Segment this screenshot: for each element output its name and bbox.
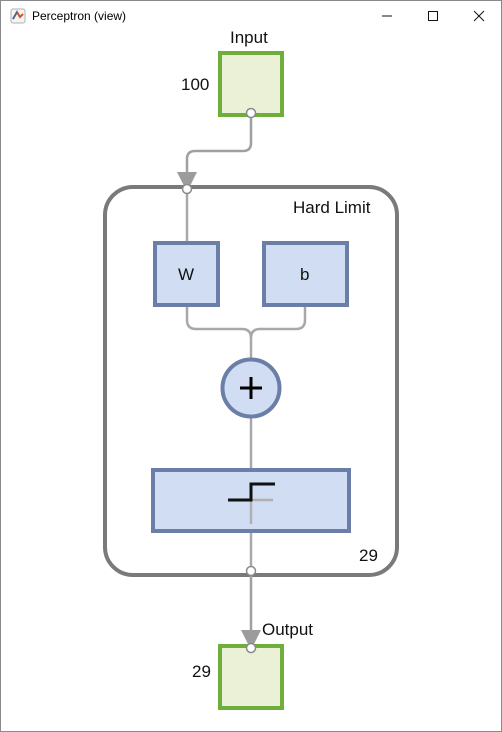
bias-label: b — [300, 265, 310, 284]
weight-block[interactable] — [153, 241, 220, 307]
output-block[interactable] — [218, 644, 284, 710]
layer-size: 29 — [359, 546, 378, 565]
window-title: Perceptron (view) — [32, 9, 127, 23]
output-size: 29 — [192, 662, 211, 681]
close-icon — [473, 10, 485, 21]
output-port — [245, 642, 257, 654]
bias-to-sum-wire — [249, 307, 307, 339]
output-label: Output — [262, 620, 314, 639]
close-button[interactable] — [456, 1, 502, 30]
input-block[interactable] — [218, 51, 284, 117]
input-port — [245, 107, 257, 119]
input-label: Input — [230, 28, 268, 47]
plus-icon — [240, 377, 262, 399]
weight-label: W — [178, 265, 195, 284]
layer-input-port — [181, 183, 193, 195]
matlab-icon — [10, 8, 26, 24]
minimize-button[interactable] — [364, 1, 410, 30]
layer-output-port — [245, 565, 257, 577]
title-bar[interactable]: Perceptron (view) — [1, 1, 501, 30]
input-wire — [177, 113, 253, 192]
input-size: 100 — [181, 75, 210, 94]
maximize-icon — [428, 10, 438, 21]
maximize-button[interactable] — [410, 1, 456, 30]
minimize-icon — [382, 15, 392, 16]
layer-title: Hard Limit — [293, 198, 371, 217]
hardlim-step-icon — [228, 482, 275, 524]
bias-block[interactable] — [262, 241, 349, 307]
